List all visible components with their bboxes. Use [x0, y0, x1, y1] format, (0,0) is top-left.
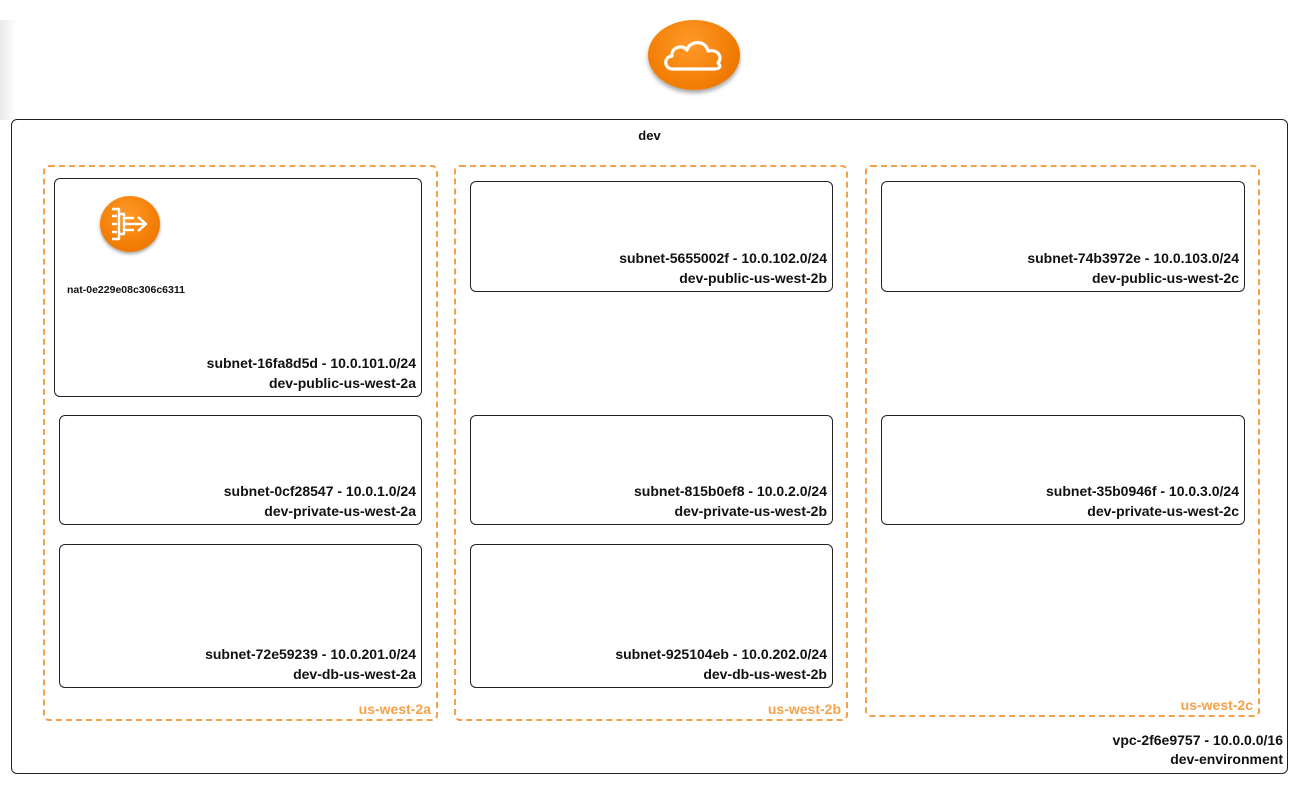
- subnet-id-cidr: subnet-74b3972e - 10.0.103.0/24: [1027, 250, 1239, 266]
- subnet-id-cidr: subnet-72e59239 - 10.0.201.0/24: [205, 646, 416, 662]
- subnet-name: dev-private-us-west-2a: [264, 503, 416, 519]
- az-label: us-west-2c: [1180, 697, 1253, 713]
- az-us-west-2b[interactable]: subnet-5655002f - 10.0.102.0/24 dev-publ…: [454, 165, 848, 721]
- edge-shadow: [0, 20, 16, 120]
- subnet-private-2a[interactable]: subnet-0cf28547 - 10.0.1.0/24 dev-privat…: [59, 415, 422, 525]
- subnet-db-2a[interactable]: subnet-72e59239 - 10.0.201.0/24 dev-db-u…: [59, 544, 422, 688]
- subnet-name: dev-db-us-west-2b: [703, 666, 827, 682]
- subnet-name: dev-public-us-west-2b: [679, 270, 827, 286]
- vpc-title: dev: [638, 128, 661, 143]
- subnet-public-2c[interactable]: subnet-74b3972e - 10.0.103.0/24 dev-publ…: [881, 181, 1245, 292]
- subnet-private-2b[interactable]: subnet-815b0ef8 - 10.0.2.0/24 dev-privat…: [470, 415, 833, 525]
- subnet-label: subnet-5655002f - 10.0.102.0/24 dev-publ…: [619, 248, 827, 288]
- cloud-icon: [664, 41, 722, 71]
- subnet-public-2a[interactable]: nat-0e229e08c306c6311 subnet-16fa8d5d - …: [54, 178, 422, 397]
- subnet-db-2b[interactable]: subnet-925104eb - 10.0.202.0/24 dev-db-u…: [470, 544, 833, 688]
- subnet-id-cidr: subnet-925104eb - 10.0.202.0/24: [615, 646, 827, 662]
- vpc-name: dev-environment: [1170, 751, 1283, 767]
- nat-gateway-label: nat-0e229e08c306c6311: [67, 284, 185, 296]
- subnet-id-cidr: subnet-815b0ef8 - 10.0.2.0/24: [634, 483, 827, 499]
- subnet-label: subnet-74b3972e - 10.0.103.0/24 dev-publ…: [1027, 248, 1239, 288]
- az-label: us-west-2a: [358, 701, 431, 717]
- subnet-label: subnet-925104eb - 10.0.202.0/24 dev-db-u…: [615, 644, 827, 684]
- subnet-name: dev-db-us-west-2a: [293, 666, 416, 682]
- subnet-label: subnet-35b0946f - 10.0.3.0/24 dev-privat…: [1046, 481, 1239, 521]
- subnet-name: dev-private-us-west-2c: [1087, 503, 1239, 519]
- subnet-id-cidr: subnet-0cf28547 - 10.0.1.0/24: [223, 483, 416, 499]
- subnet-id-cidr: subnet-5655002f - 10.0.102.0/24: [619, 250, 827, 266]
- subnet-label: subnet-0cf28547 - 10.0.1.0/24 dev-privat…: [224, 481, 416, 521]
- subnet-name: dev-public-us-west-2a: [268, 375, 416, 391]
- subnet-name: dev-public-us-west-2c: [1091, 270, 1239, 286]
- internet-gateway[interactable]: [648, 20, 740, 90]
- az-us-west-2a[interactable]: nat-0e229e08c306c6311 subnet-16fa8d5d - …: [43, 165, 438, 721]
- az-label: us-west-2b: [767, 701, 841, 717]
- subnet-name: dev-private-us-west-2b: [674, 503, 827, 519]
- vpc-id-cidr: vpc-2f6e9757 - 10.0.0.0/16: [1112, 732, 1283, 748]
- subnet-public-2b[interactable]: subnet-5655002f - 10.0.102.0/24 dev-publ…: [470, 181, 833, 292]
- subnet-private-2c[interactable]: subnet-35b0946f - 10.0.3.0/24 dev-privat…: [881, 415, 1245, 525]
- subnet-label: subnet-16fa8d5d - 10.0.101.0/24 dev-publ…: [207, 353, 416, 393]
- az-us-west-2c[interactable]: subnet-74b3972e - 10.0.103.0/24 dev-publ…: [865, 165, 1260, 717]
- nat-gateway[interactable]: [100, 196, 160, 252]
- vpc-label: vpc-2f6e9757 - 10.0.0.0/16 dev-environme…: [1113, 731, 1283, 769]
- subnet-label: subnet-72e59239 - 10.0.201.0/24 dev-db-u…: [205, 644, 416, 684]
- subnet-id-cidr: subnet-16fa8d5d - 10.0.101.0/24: [206, 355, 416, 371]
- subnet-label: subnet-815b0ef8 - 10.0.2.0/24 dev-privat…: [634, 481, 827, 521]
- subnet-id-cidr: subnet-35b0946f - 10.0.3.0/24: [1046, 483, 1239, 499]
- nat-gateway-icon: [112, 207, 148, 241]
- vpc-container[interactable]: dev nat-0e2: [11, 119, 1288, 774]
